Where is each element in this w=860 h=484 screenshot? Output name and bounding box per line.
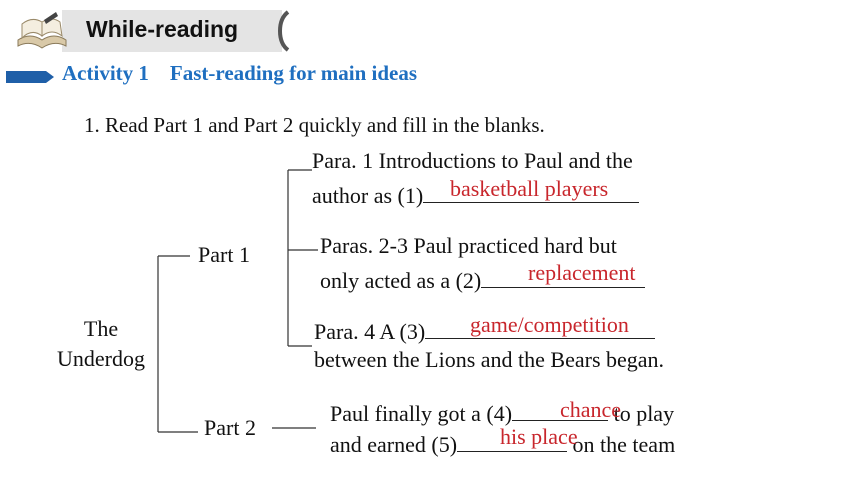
part2-line2-suffix: on the team bbox=[567, 432, 676, 457]
blank-3 bbox=[425, 314, 656, 339]
para2-line2: only acted as a (2) bbox=[320, 263, 646, 296]
para4-prefix: Para. 4 A (3) bbox=[314, 319, 426, 344]
bracket-icon bbox=[277, 10, 290, 52]
part1-label: Part 1 bbox=[198, 242, 250, 267]
part2-line1-suffix: to play bbox=[608, 401, 675, 426]
answer-3: game/competition bbox=[470, 312, 629, 337]
para4-line2: between the Lions and the Bears began. bbox=[314, 347, 665, 372]
part2-line2: and earned (5) on the team bbox=[330, 427, 675, 460]
para1-line1: Para. 1 Introductions to Paul and the bbox=[312, 148, 633, 173]
root-line-2: Underdog bbox=[57, 346, 145, 371]
blank-5 bbox=[457, 427, 568, 452]
answer-4: chance bbox=[560, 397, 622, 422]
blank-2 bbox=[481, 263, 646, 288]
tree-root: The Underdog bbox=[46, 314, 156, 374]
activity-title: Fast-reading for main ideas bbox=[169, 61, 418, 85]
activity-number: Activity 1 bbox=[62, 61, 149, 85]
header-bar bbox=[62, 10, 282, 52]
root-line-1: The bbox=[83, 316, 119, 341]
para2-line1: Paras. 2-3 Paul practiced hard but bbox=[320, 233, 617, 258]
part2-line1-prefix: Paul finally got a (4) bbox=[330, 401, 513, 426]
part2-label: Part 2 bbox=[204, 415, 256, 440]
para1-line2: author as (1) bbox=[312, 178, 640, 211]
para2-prefix: only acted as a (2) bbox=[320, 268, 482, 293]
instruction: 1. Read Part 1 and Part 2 quickly and fi… bbox=[84, 113, 545, 137]
blank-1 bbox=[423, 178, 640, 203]
part2-line2-prefix: and earned (5) bbox=[330, 432, 458, 457]
arrow-icon bbox=[6, 71, 54, 83]
section-title: While-reading bbox=[86, 16, 239, 42]
answer-5: his place bbox=[500, 424, 578, 449]
book-icon bbox=[17, 12, 67, 49]
blank-4 bbox=[512, 396, 609, 421]
answer-1: basketball players bbox=[450, 176, 609, 201]
activity-heading: Activity 1 Fast-reading for main ideas bbox=[62, 61, 417, 86]
part2-line1: Paul finally got a (4) to play bbox=[330, 396, 674, 429]
para1-prefix: author as (1) bbox=[312, 183, 424, 208]
para4-line1: Para. 4 A (3) bbox=[314, 314, 656, 347]
answer-2: replacement bbox=[528, 260, 636, 285]
